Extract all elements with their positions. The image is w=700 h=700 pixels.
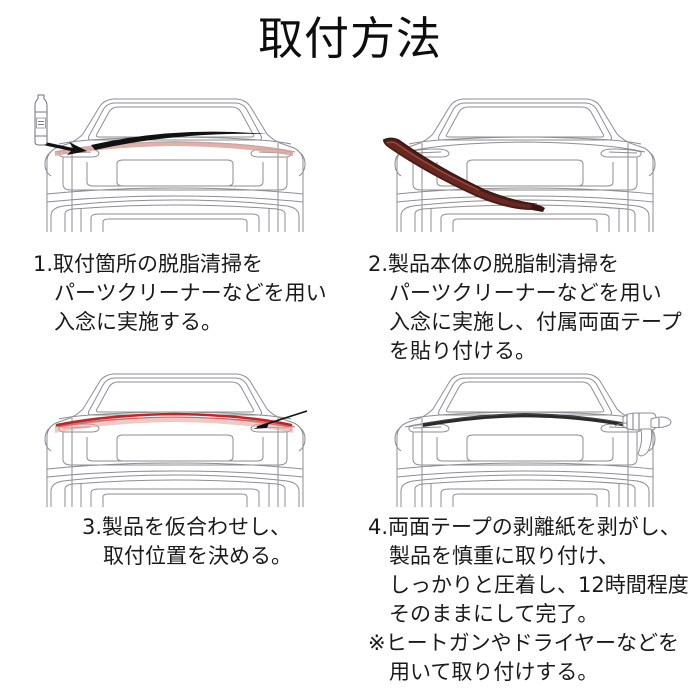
step-1-illustration bbox=[25, 82, 325, 232]
cleaning-arrow bbox=[43, 131, 267, 155]
car-rear-outline bbox=[394, 98, 656, 232]
spoiler-part bbox=[382, 137, 545, 212]
car-rear-outline bbox=[44, 373, 306, 507]
step-3-caption: 3.製品を仮合わせし、 取付位置を決める。 bbox=[82, 515, 292, 568]
step-4-caption: 4.両面テープの剥離紙を剥がし、 製品を慎重に取り付け、 しっかりと圧着し、12… bbox=[368, 515, 689, 684]
trial-fit-line bbox=[55, 412, 293, 433]
step-2-caption: 2.製品本体の脱脂制清掃を パーツクリーナーなどを用い 入念に実施し、付属両面テ… bbox=[368, 252, 682, 363]
step-panel-1: 1.取付箇所の脱脂清掃を パーツクリーナーなどを用い 入念に実施する。 bbox=[0, 82, 350, 334]
parts-cleaner-bottle bbox=[34, 94, 48, 146]
step-panel-4: 4.両面テープの剥離紙を剥がし、 製品を慎重に取り付け、 しっかりと圧着し、12… bbox=[350, 357, 700, 684]
step-panel-3: 3.製品を仮合わせし、 取付位置を決める。 bbox=[0, 357, 350, 568]
installed-spoiler bbox=[423, 413, 627, 427]
step-3-illustration bbox=[25, 357, 325, 507]
step-2-illustration bbox=[375, 82, 675, 232]
car-rear-outline bbox=[44, 98, 306, 232]
step-4-illustration bbox=[375, 357, 675, 507]
position-pointer bbox=[253, 410, 308, 429]
heat-gun-tool bbox=[614, 412, 672, 457]
car-rear-outline bbox=[394, 373, 656, 507]
step-1-caption: 1.取付箇所の脱脂清掃を パーツクリーナーなどを用い 入念に実施する。 bbox=[33, 252, 327, 334]
page-title: 取付方法 bbox=[257, 12, 442, 65]
step-panel-2: 2.製品本体の脱脂制清掃を パーツクリーナーなどを用い 入念に実施し、付属両面テ… bbox=[350, 82, 700, 363]
